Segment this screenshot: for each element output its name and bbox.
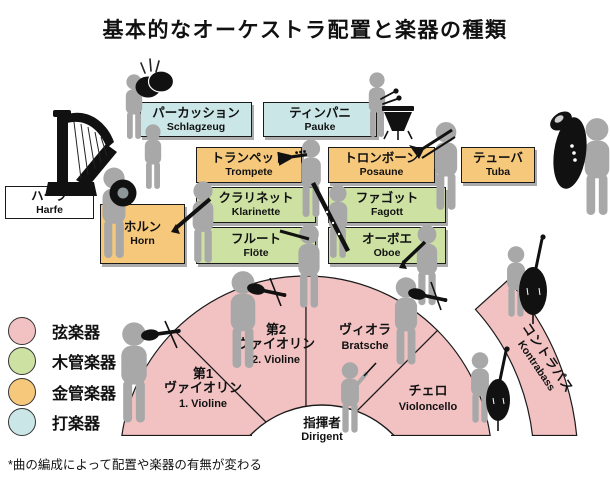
woodwinds-color-swatch (8, 347, 36, 375)
violin2-label: 第2 ヴァイオリン 2. Violine (216, 322, 336, 367)
viola-de: Bratsche (341, 340, 389, 353)
legend-item-strings: 弦楽器 (8, 316, 116, 345)
strings-legend-label: 弦楽器 (52, 324, 101, 342)
section-kontrabass-band (474, 279, 578, 436)
clarinet-label-ja: クラリネット (218, 191, 294, 206)
conductor-label: 指揮者 Dirigent (272, 416, 372, 443)
cello-ja: チェロ (408, 383, 448, 398)
harp-label-de: Harfe (36, 203, 63, 216)
harp-box: ハープ Harfe (5, 186, 94, 219)
oboe-box: オーボエ Oboe (328, 227, 446, 264)
clarinet-label-de: Klarinette (231, 206, 281, 219)
footnote: *曲の編成によって配置や楽器の有無が変わる (8, 458, 262, 472)
percussion-legend-label: 打楽器 (52, 416, 101, 433)
trumpet-label-de: Trompete (225, 166, 273, 179)
bassoon-box: ファゴット Fagott (328, 187, 446, 223)
timpani-box: ティンパニ Pauke (263, 102, 377, 137)
trumpet-label-ja: トランペット (211, 151, 287, 166)
legend-item-brass: 金管楽器 (8, 377, 117, 406)
strings-color-swatch (8, 316, 36, 345)
cello-de: Violoncello (398, 401, 458, 414)
percussion-box: パーカッション Schlagzeug (140, 102, 252, 137)
viola-label: ヴィオラ Bratsche (305, 322, 425, 353)
violin1-label: 第1 ヴァイオリン 1. Violine (143, 366, 263, 411)
clarinet-box: クラリネット Klarinette (196, 187, 316, 223)
trombone-label-ja: トロンボーン (344, 151, 419, 166)
percussion-label-ja: パーカッション (152, 105, 240, 120)
legend-item-percussion: 打楽器 (8, 408, 116, 436)
flute-label-ja: フルート (230, 231, 281, 246)
page-title: 基本的なオーケストラ配置と楽器の種類 (102, 19, 508, 42)
violin1-ja1: 第1 (192, 366, 214, 381)
percussion-color-swatch (8, 408, 36, 436)
flute-box: フルート Flöte (196, 227, 316, 264)
percussion-label-de: Schlagzeug (166, 120, 226, 133)
conductor-ja: 指揮者 (303, 416, 341, 430)
violin1-ja2: ヴァイオリン (163, 380, 242, 396)
cello-label: チェロ Violoncello (368, 383, 488, 414)
viola-ja: ヴィオラ (338, 322, 391, 337)
oboe-label-de: Oboe (373, 246, 401, 259)
trombone-box: トロンボーン Posaune (328, 147, 435, 183)
trumpet-box: トランペット Trompete (196, 147, 302, 183)
timpani-label-de: Pauke (304, 120, 336, 133)
flute-label-de: Flöte (243, 246, 269, 259)
brass-legend-label: 金管楽器 (52, 385, 117, 403)
bassoon-label-ja: ファゴット (355, 191, 419, 206)
legend-item-woodwinds: 木管楽器 (8, 347, 117, 375)
bassoon-label-de: Fagott (370, 206, 404, 219)
trombone-label-de: Posaune (359, 166, 404, 179)
violin1-de: 1. Violine (178, 398, 228, 411)
tuba-box: テューバ Tuba (461, 147, 535, 183)
legend: 弦楽器 木管楽器 金管楽器 打楽器 (8, 316, 117, 439)
woodwinds-legend-label: 木管楽器 (52, 355, 117, 372)
violin2-ja1: 第2 (265, 322, 287, 337)
harp-label-ja: ハープ (31, 188, 68, 203)
horn-box: ホルン Horn (100, 204, 185, 264)
tuba-label-de: Tuba (485, 166, 511, 179)
horn-label-ja: ホルン (123, 220, 162, 235)
tuba-label-ja: テューバ (473, 151, 523, 166)
timpani-label-ja: ティンパニ (289, 105, 351, 120)
brass-color-swatch (8, 377, 36, 406)
violin2-de: 2. Violine (251, 354, 301, 367)
violin2-ja2: ヴァイオリン (236, 336, 315, 352)
conductor-de: Dirigent (301, 430, 343, 443)
oboe-label-ja: オーボエ (361, 231, 412, 246)
horn-label-de: Horn (130, 235, 155, 248)
